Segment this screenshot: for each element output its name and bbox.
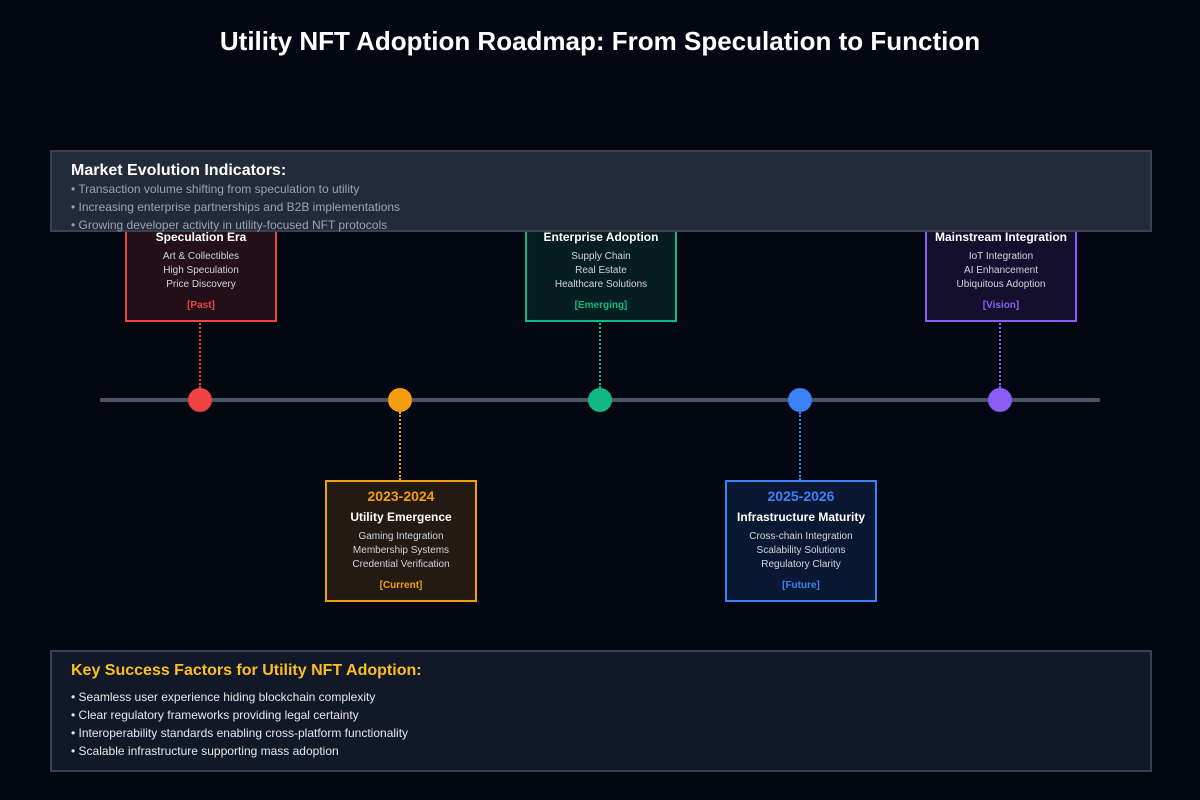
milestone-item: Regulatory Clarity <box>761 559 841 570</box>
milestone-item: Healthcare Solutions <box>554 279 648 290</box>
milestone-item: Real Estate <box>575 265 627 276</box>
milestone-status: [Vision] <box>982 300 1020 311</box>
market-line: • Increasing enterprise partnerships and… <box>71 200 401 214</box>
milestone-item: AI Enhancement <box>964 265 1038 276</box>
milestone-item: Cross-chain Integration <box>749 531 853 542</box>
milestone-item: Ubiquitous Adoption <box>956 279 1046 290</box>
milestone-year: 2023-2024 <box>367 488 435 504</box>
milestone-dot <box>588 388 612 412</box>
milestone-connector <box>799 412 801 480</box>
market-heading: Market Evolution Indicators: <box>71 162 287 179</box>
milestone-status: [Current] <box>379 580 423 591</box>
milestone-year: 2025-2026 <box>767 488 835 504</box>
milestone-item: Gaming Integration <box>358 531 444 542</box>
page-title: Utility NFT Adoption Roadmap: From Specu… <box>219 26 981 56</box>
factor-line: • Seamless user experience hiding blockc… <box>71 690 376 704</box>
market-line: • Transaction volume shifting from specu… <box>71 182 360 196</box>
milestone-name: Infrastructure Maturity <box>736 510 866 524</box>
milestone-dot <box>988 388 1012 412</box>
milestone-item: Membership Systems <box>352 545 450 556</box>
milestone-item: Scalability Solutions <box>756 545 846 556</box>
factors-heading: Key Success Factors for Utility NFT Adop… <box>71 662 422 679</box>
factor-line: • Interoperability standards enabling cr… <box>71 726 409 740</box>
milestone-name: Mainstream Integration <box>934 230 1068 244</box>
milestone-connector <box>199 320 201 388</box>
milestone-status: [Future] <box>782 580 820 591</box>
milestone-name: Utility Emergence <box>350 510 452 524</box>
milestone-card: 2023-2024 Utility Emergence Gaming Integ… <box>325 480 477 602</box>
milestone-name: Speculation Era <box>155 230 247 244</box>
milestone-card: 2025-2026 Infrastructure Maturity Cross-… <box>725 480 877 602</box>
milestone-connector <box>599 320 601 388</box>
milestone-status: [Emerging] <box>574 300 628 311</box>
milestone-dot <box>788 388 812 412</box>
milestone-dot <box>188 388 212 412</box>
milestone-connector <box>399 412 401 480</box>
milestone-item: Credential Verification <box>352 559 450 570</box>
market-evolution-panel: Market Evolution Indicators: • Transacti… <box>50 150 1152 232</box>
milestone-item: High Speculation <box>163 265 239 276</box>
milestone-item: IoT Integration <box>968 251 1034 262</box>
milestone-item: Price Discovery <box>166 279 236 290</box>
factor-line: • Scalable infrastructure supporting mas… <box>71 744 339 758</box>
milestone-name: Enterprise Adoption <box>543 230 659 244</box>
milestone-item: Art & Collectibles <box>162 251 240 262</box>
milestone-dot <box>388 388 412 412</box>
factor-line: • Clear regulatory frameworks providing … <box>71 708 359 722</box>
milestone-connector <box>999 320 1001 388</box>
key-success-factors-panel: Key Success Factors for Utility NFT Adop… <box>50 650 1152 772</box>
milestone-status: [Past] <box>187 300 215 311</box>
market-line: • Growing developer activity in utility-… <box>71 218 388 232</box>
milestone-item: Supply Chain <box>571 251 631 262</box>
